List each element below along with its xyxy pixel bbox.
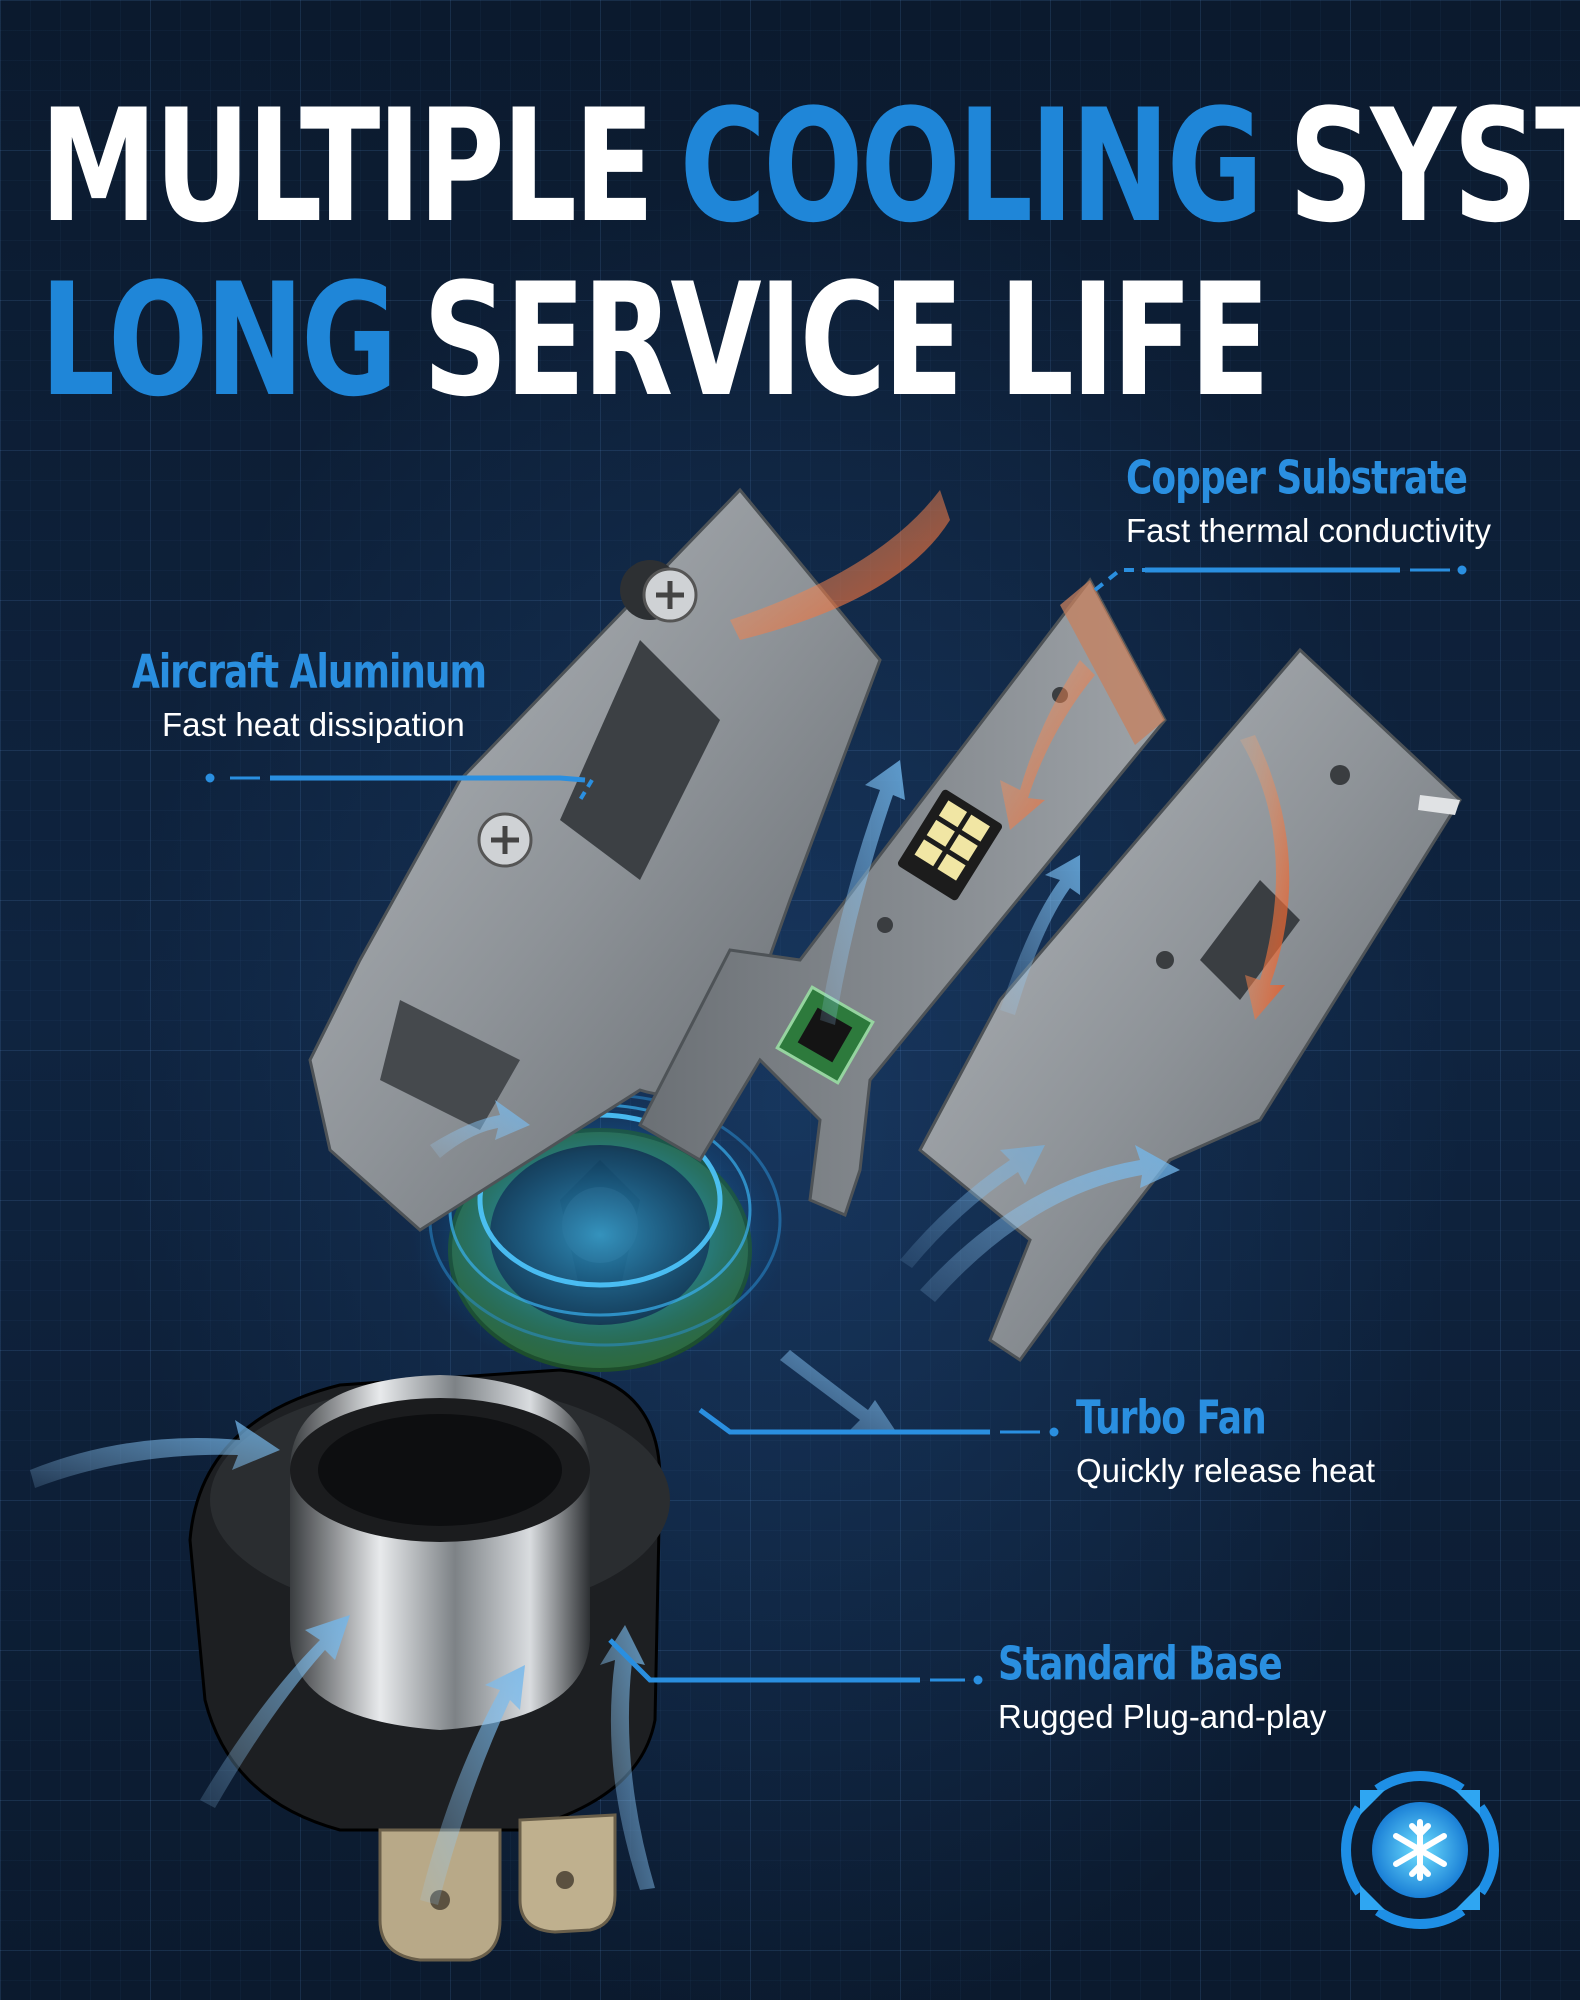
headline-line-1: MULTIPLECOOLINGSYSTEM	[40, 88, 1580, 244]
callout-title: Standard Base	[998, 1638, 1283, 1691]
callout-title: Aircraft Aluminum	[132, 646, 487, 699]
led-chip-array	[897, 789, 1003, 901]
callout-title: Copper Substrate	[1126, 452, 1468, 505]
snowflake-icon	[1341, 1771, 1499, 1929]
screw-bottom	[477, 812, 533, 868]
airflow-arrows	[30, 760, 1180, 1905]
callout-subtitle: Rugged Plug-and-play	[998, 1698, 1327, 1735]
callout-aircraft-aluminum: Aircraft Aluminum Fast heat dissipation	[132, 646, 487, 744]
callout-copper-substrate: Copper Substrate Fast thermal conductivi…	[1126, 452, 1491, 550]
aluminum-heatsink-left	[308, 487, 882, 1232]
callout-subtitle: Fast thermal conductivity	[1126, 512, 1491, 549]
callout-standard-base: Standard Base Rugged Plug-and-play	[998, 1638, 1326, 1736]
callout-subtitle: Fast heat dissipation	[162, 706, 465, 743]
headline-word: MULTIPLE	[40, 74, 655, 257]
callout-leader-lines	[205, 565, 1467, 1685]
headline-word: SERVICE LIFE	[422, 248, 1270, 431]
callout-subtitle: Quickly release heat	[1076, 1452, 1375, 1489]
bulb-base	[188, 1368, 670, 1962]
headline-word-highlight: LONG	[40, 248, 398, 431]
callout-title: Turbo Fan	[1076, 1392, 1267, 1445]
screw-top	[642, 567, 698, 623]
callout-turbo-fan: Turbo Fan Quickly release heat	[1076, 1392, 1375, 1490]
copper-substrate-board	[638, 577, 1167, 1218]
headline-word: SYSTEM	[1288, 74, 1580, 257]
headline-word-highlight: COOLING	[679, 74, 1264, 257]
heat-flow-arrows	[730, 490, 1290, 1020]
